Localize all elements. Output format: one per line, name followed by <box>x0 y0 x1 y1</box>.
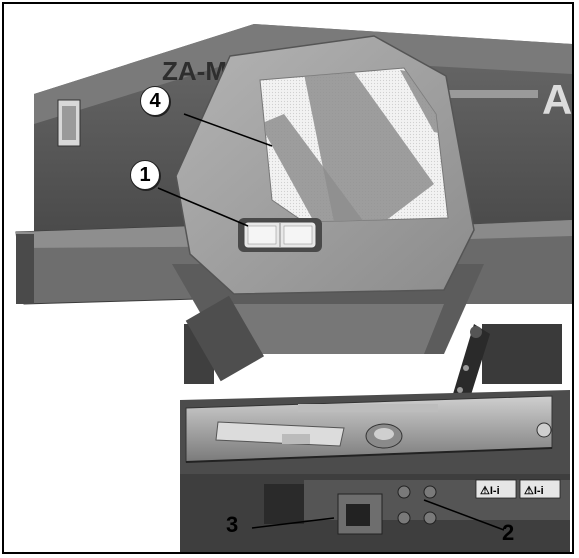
callout-2: 2 <box>502 520 514 546</box>
callout-3: 3 <box>226 512 238 538</box>
spreading-disc-assembly <box>180 390 570 474</box>
front-hood <box>175 35 475 295</box>
warning-decal-1: ⚠I-i <box>480 485 500 497</box>
brand-letter: A <box>542 76 572 123</box>
hitch-frame: ⚠I-i ⚠I-i <box>180 474 570 552</box>
callout-3-number: 3 <box>226 512 239 537</box>
brand-text: ZA-M <box>162 56 227 86</box>
warning-decal-2: ⚠I-i <box>524 485 544 497</box>
callout-4-number: 4 <box>149 89 161 112</box>
callout-2-number: 2 <box>502 520 515 545</box>
callout-1: 1 <box>130 160 160 190</box>
spreader-illustration: ZA-M A <box>4 4 572 552</box>
callout-leaders <box>157 113 505 531</box>
callout-1-number: 1 <box>139 163 151 186</box>
callout-4: 4 <box>140 86 170 116</box>
figure-frame: ZA-M A <box>2 2 574 554</box>
